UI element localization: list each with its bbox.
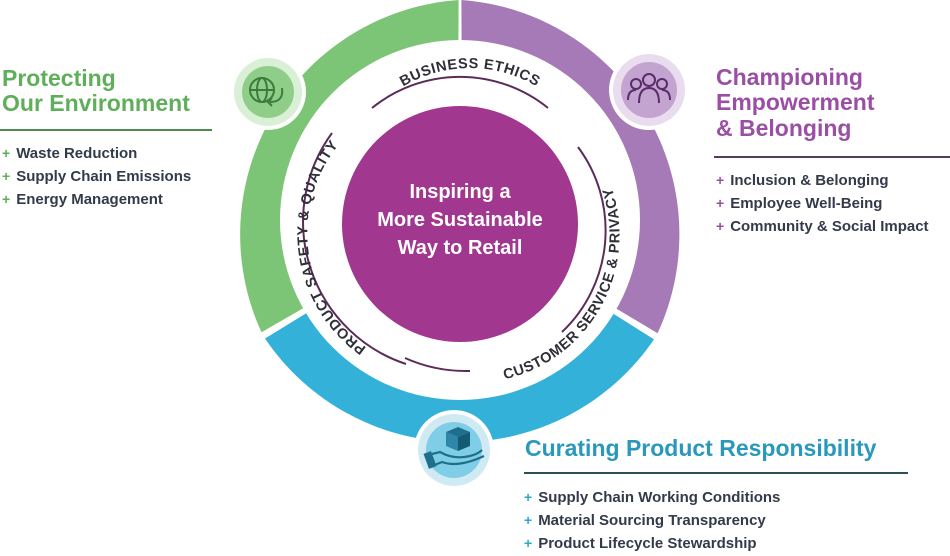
environment-heading: Protecting Our Environment <box>2 65 190 117</box>
empowerment-divider <box>714 156 950 158</box>
plus-icon: + <box>716 172 725 188</box>
plus-icon: + <box>2 191 11 207</box>
empowerment-heading-line-3: & Belonging <box>716 114 852 141</box>
list-item: +Inclusion & Belonging <box>716 172 889 189</box>
product-heading: Curating Product Responsibility <box>525 435 877 461</box>
empowerment-ring-segment <box>461 0 680 334</box>
plus-icon: + <box>2 145 11 161</box>
globe-arrow-icon <box>230 54 306 130</box>
plus-icon: + <box>2 168 11 184</box>
center-line-3: Way to Retail <box>398 237 523 259</box>
empowerment-heading: Championing Empowerment & Belonging <box>716 64 875 141</box>
center-disc <box>342 106 578 342</box>
list-item: +Employee Well-Being <box>716 195 883 212</box>
environment-list: +Waste Reduction +Supply Chain Emissions… <box>2 142 191 211</box>
hand-holding-box-icon <box>414 410 494 490</box>
product-divider <box>524 472 908 474</box>
plus-icon: + <box>524 512 533 528</box>
plus-icon: + <box>716 195 725 211</box>
list-item: +Energy Management <box>2 191 163 208</box>
center-line-1: Inspiring a <box>409 181 511 203</box>
plus-icon: + <box>524 535 533 551</box>
environment-ring-segment <box>240 0 459 333</box>
list-item: +Community & Social Impact <box>716 218 929 235</box>
product-list: +Supply Chain Working Conditions +Materi… <box>524 486 780 555</box>
inner-arc-bottom <box>404 357 471 373</box>
inner-arc-left <box>302 132 407 365</box>
inner-arc-top <box>371 75 549 109</box>
environment-heading-line-2: Our Environment <box>2 90 190 117</box>
list-item: +Supply Chain Working Conditions <box>524 489 781 506</box>
empowerment-heading-line-2: Empowerment <box>716 89 875 116</box>
environment-divider <box>0 129 212 131</box>
list-item: +Waste Reduction <box>2 145 138 162</box>
list-item: +Supply Chain Emissions <box>2 168 192 185</box>
people-group-icon <box>609 50 689 130</box>
center-line-2: More Sustainable <box>377 209 543 231</box>
list-item: +Product Lifecycle Stewardship <box>524 535 757 552</box>
empowerment-list: +Inclusion & Belonging +Employee Well-Be… <box>716 169 929 238</box>
inner-arc-right <box>561 146 607 333</box>
environment-heading-line-1: Protecting <box>2 65 116 91</box>
plus-icon: + <box>524 489 533 505</box>
product-ring-segment <box>265 312 654 443</box>
empowerment-heading-line-1: Championing <box>716 64 863 90</box>
list-item: +Material Sourcing Transparency <box>524 512 766 529</box>
plus-icon: + <box>716 218 725 234</box>
